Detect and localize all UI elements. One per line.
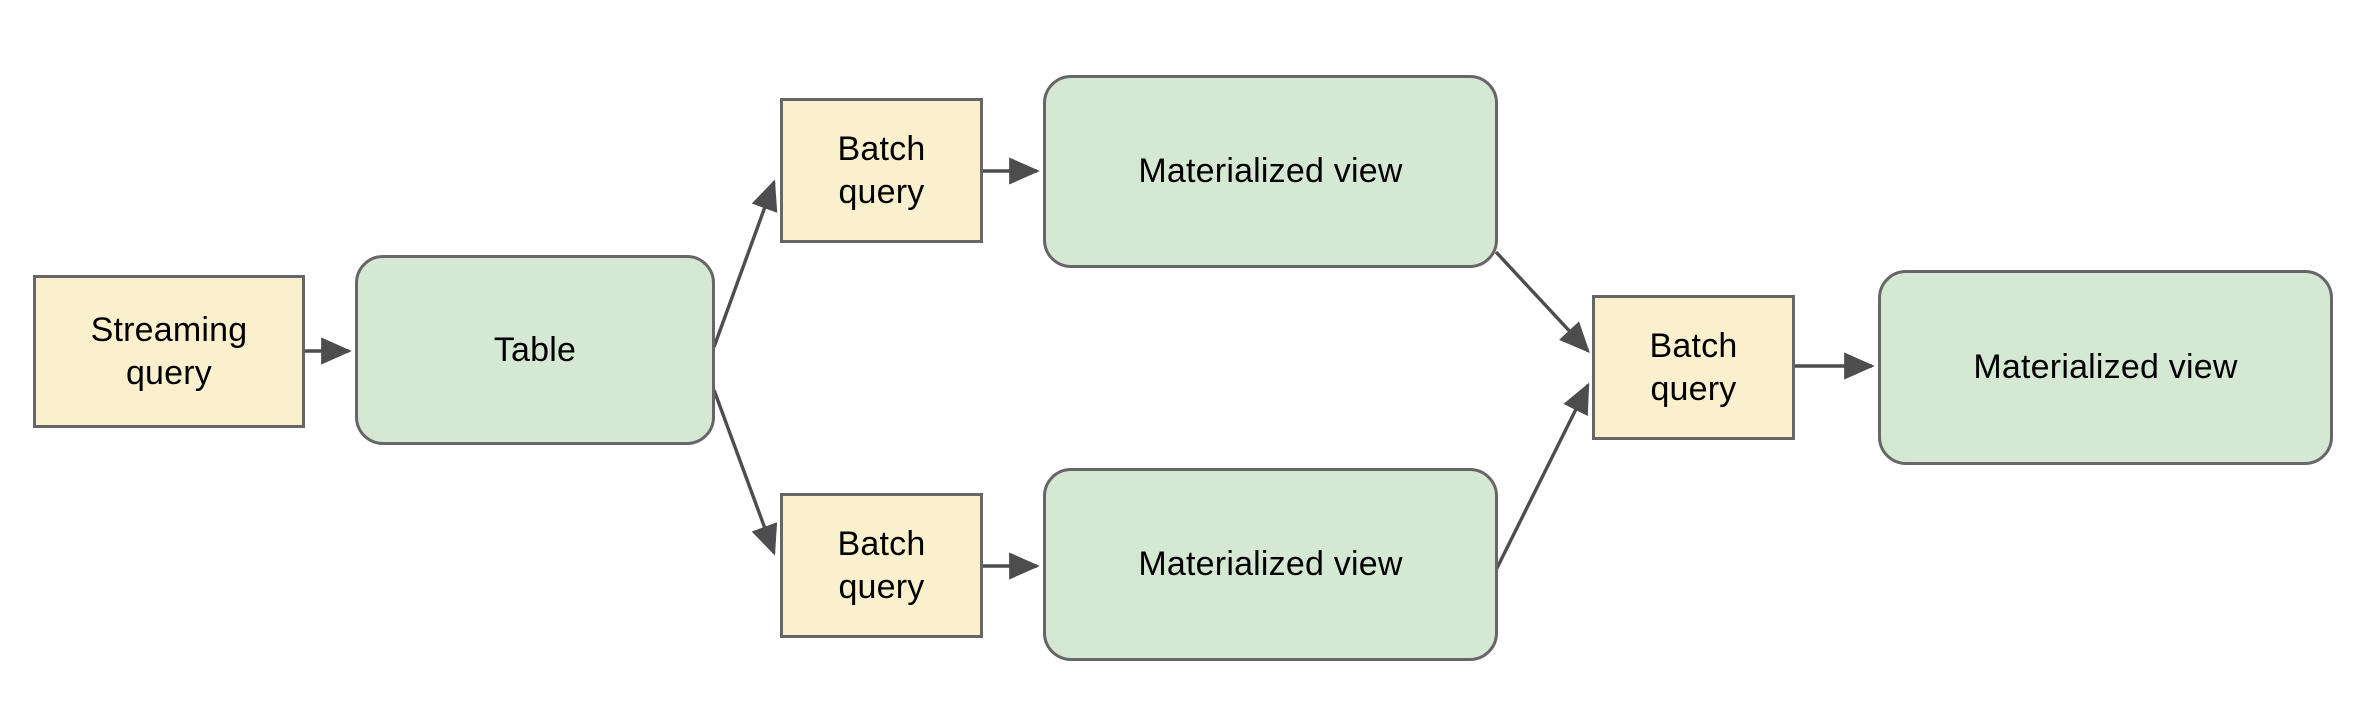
edge-table-to-batch-query-bottom bbox=[712, 389, 778, 556]
edge-materialized-view-top-to-batch-query-join bbox=[1494, 250, 1590, 353]
node-batch-query-bottom[interactable]: Batch query bbox=[780, 493, 983, 638]
node-label-materialized-view-top: Materialized view bbox=[1138, 152, 1403, 191]
node-batch-query-join[interactable]: Batch query bbox=[1592, 295, 1795, 440]
node-table[interactable]: Table bbox=[355, 255, 715, 445]
node-label-batch-query-top: Batch query bbox=[837, 129, 926, 211]
node-label-batch-query-bottom: Batch query bbox=[837, 524, 926, 606]
node-label-table: Table bbox=[493, 330, 577, 369]
edge-materialized-view-bottom-to-batch-query-join bbox=[1494, 382, 1590, 571]
node-label-batch-query-join: Batch query bbox=[1649, 326, 1738, 408]
node-label-materialized-view-bottom: Materialized view bbox=[1138, 545, 1403, 584]
node-batch-query-top[interactable]: Batch query bbox=[780, 98, 983, 243]
node-streaming-query[interactable]: Streaming query bbox=[33, 275, 305, 428]
edge-table-to-batch-query-top bbox=[712, 179, 778, 348]
node-materialized-view-bottom[interactable]: Materialized view bbox=[1043, 468, 1498, 661]
node-materialized-view-final[interactable]: Materialized view bbox=[1878, 270, 2333, 465]
node-label-materialized-view-final: Materialized view bbox=[1973, 348, 2238, 387]
node-materialized-view-top[interactable]: Materialized view bbox=[1043, 75, 1498, 268]
node-label-streaming-query: Streaming query bbox=[90, 310, 248, 392]
